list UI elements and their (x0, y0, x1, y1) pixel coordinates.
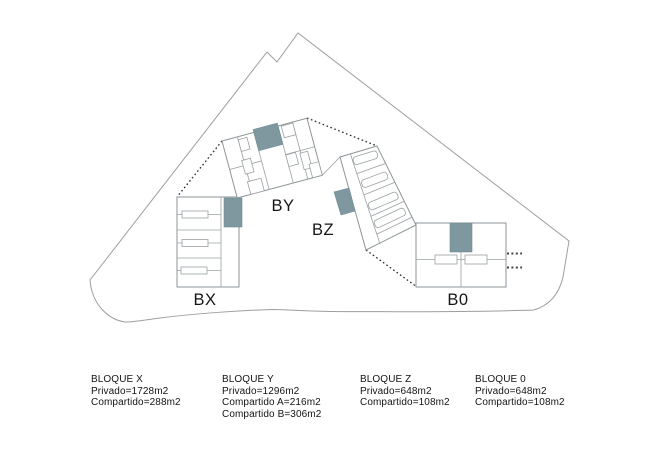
legend-line: Compartido=108m2 (475, 397, 565, 409)
building-b0 (415, 222, 522, 288)
b0-interior-lines (416, 252, 506, 287)
legend-line: Compartido B=306m2 (222, 409, 322, 421)
bx-stair-2 (181, 239, 209, 247)
legend-bloque-z: BLOQUE Z Privado=648m2 Compartido=108m2 (360, 374, 450, 409)
bx-stair-1 (181, 210, 209, 219)
bz-core (333, 187, 356, 216)
building-bz (333, 145, 417, 251)
bz-stair-1 (352, 150, 379, 165)
dashed-line-by-bz (306, 117, 378, 147)
label-bx: BX (193, 291, 216, 309)
legend-line: Compartido A=216m2 (222, 397, 321, 409)
dashed-line-by-bx (176, 140, 223, 198)
legend-line: Privado=648m2 (360, 385, 432, 397)
by-core (252, 122, 284, 152)
bz-stair-4 (373, 207, 406, 229)
bx-stair-3 (180, 266, 208, 275)
legend-line: Privado=1728m2 (91, 385, 169, 397)
legend-title-0: BLOQUE 0 (475, 374, 526, 385)
bx-core (223, 197, 243, 228)
b0-stair-left (434, 254, 458, 265)
building-bx (176, 196, 243, 288)
b0-core (449, 222, 473, 253)
legend-line: Privado=1296m2 (222, 385, 300, 397)
site-boundary-path (89, 32, 570, 323)
legend-line: Compartido=288m2 (91, 397, 181, 409)
dashed-line-bz-b0 (365, 249, 418, 288)
legend-title-y: BLOQUE Y (222, 374, 274, 385)
label-by: BY (271, 197, 294, 215)
legend-bloque-x: BLOQUE X Privado=1728m2 Compartido=288m2 (91, 374, 181, 409)
b0-stair-right (464, 254, 488, 265)
legend-title-x: BLOQUE X (91, 374, 143, 385)
bz-stair-3 (367, 191, 399, 211)
label-b0: B0 (447, 291, 468, 309)
site-boundary (89, 32, 570, 323)
bz-unit-stairs (352, 150, 406, 229)
bz-interior-lines (350, 153, 413, 245)
legend-bloque-y: BLOQUE Y Privado=1296m2 Compartido A=216… (222, 374, 321, 421)
plot-dashed-lines (176, 117, 418, 288)
label-bz: BZ (312, 221, 334, 239)
bz-stair-2 (361, 171, 389, 188)
b0-boundary-dashes (507, 252, 522, 269)
legend-title-z: BLOQUE Z (360, 374, 412, 385)
building-by (221, 117, 323, 199)
by-bz-connector (322, 156, 341, 176)
legend-line: Privado=648m2 (475, 385, 547, 397)
legend-line: Compartido=108m2 (360, 397, 450, 409)
legend-bloque-0: BLOQUE 0 Privado=648m2 Compartido=108m2 (475, 374, 565, 409)
